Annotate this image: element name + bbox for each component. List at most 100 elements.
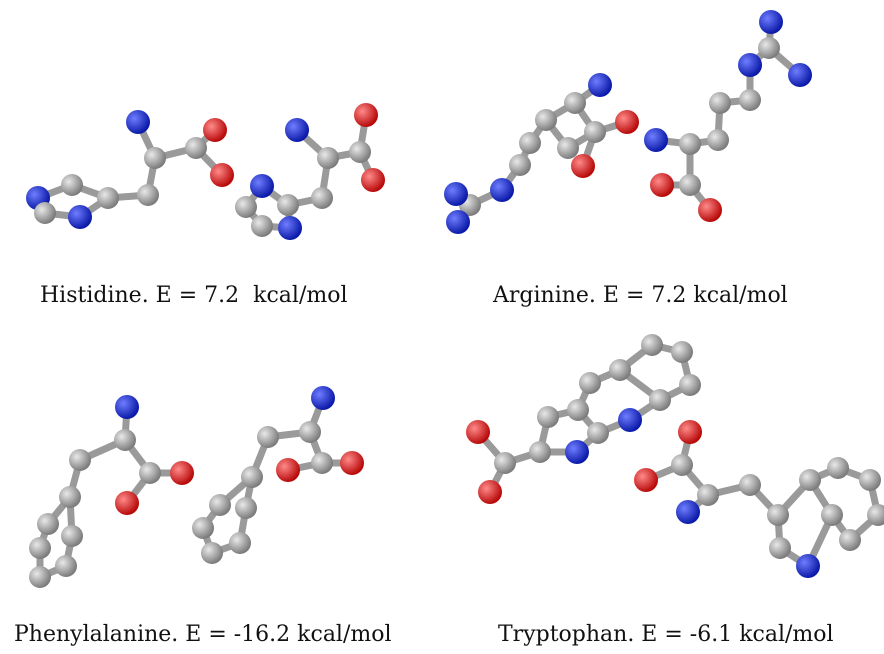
carbon-atom <box>867 504 884 526</box>
histidine-molecule-b <box>235 103 385 240</box>
nitrogen-atom <box>490 178 514 202</box>
nitrogen-atom <box>644 128 668 152</box>
carbon-atom <box>679 174 701 196</box>
carbon-atom <box>185 137 207 159</box>
oxygen-atom <box>210 163 234 187</box>
carbon-atom <box>519 132 541 154</box>
carbon-atom <box>839 529 861 551</box>
caption-tryptophan: Tryptophan. E = -6.1 kcal/mol <box>498 622 834 647</box>
carbon-atom <box>114 429 136 451</box>
carbon-atom <box>144 147 166 169</box>
carbon-atom <box>61 174 83 196</box>
carbon-atom <box>769 537 791 559</box>
nitrogen-atom <box>446 210 470 234</box>
oxygen-atom <box>698 198 722 222</box>
nitrogen-atom <box>796 554 820 578</box>
caption-arginine: Arginine. E = 7.2 kcal/mol <box>493 283 788 308</box>
carbon-atom <box>679 133 701 155</box>
carbon-atom <box>192 517 214 539</box>
histidine-molecule-a <box>26 110 234 229</box>
carbon-atom <box>707 129 729 151</box>
nitrogen-atom <box>759 10 783 34</box>
oxygen-atom <box>203 118 227 142</box>
arginine-molecule-b <box>644 10 812 222</box>
carbon-atom <box>739 89 761 111</box>
tryptophan-molecule-b <box>634 420 884 578</box>
carbon-atom <box>34 202 56 224</box>
carbon-atom <box>509 154 531 176</box>
nitrogen-atom <box>68 205 92 229</box>
carbon-atom <box>349 141 371 163</box>
carbon-atom <box>859 469 881 491</box>
oxygen-atom <box>170 461 194 485</box>
carbon-atom <box>767 504 789 526</box>
carbon-atom <box>609 359 631 381</box>
oxygen-atom <box>650 173 674 197</box>
oxygen-atom <box>361 168 385 192</box>
carbon-atom <box>758 37 780 59</box>
carbon-atom <box>235 497 257 519</box>
carbon-atom <box>567 399 589 421</box>
oxygen-atom <box>478 480 502 504</box>
carbon-atom <box>671 341 693 363</box>
carbon-atom <box>697 484 719 506</box>
carbon-atom <box>139 462 161 484</box>
nitrogen-atom <box>676 500 700 524</box>
carbon-atom <box>641 334 663 356</box>
nitrogen-atom <box>738 53 762 77</box>
nitrogen-atom <box>588 73 612 97</box>
carbon-atom <box>37 513 59 535</box>
carbon-atom <box>61 525 83 547</box>
nitrogen-atom <box>115 395 139 419</box>
oxygen-atom <box>276 458 300 482</box>
carbon-atom <box>827 457 849 479</box>
carbon-atom <box>69 449 91 471</box>
carbon-atom <box>235 196 257 218</box>
carbon-atom <box>587 422 609 444</box>
carbon-atom <box>97 187 119 209</box>
carbon-atom <box>229 532 251 554</box>
nitrogen-atom <box>278 216 302 240</box>
nitrogen-atom <box>126 110 150 134</box>
carbon-atom <box>564 92 586 114</box>
carbon-atom <box>209 494 231 516</box>
nitrogen-atom <box>565 440 589 464</box>
carbon-atom <box>821 504 843 526</box>
carbon-atom <box>29 537 51 559</box>
oxygen-atom <box>466 420 490 444</box>
oxygen-atom <box>340 451 364 475</box>
carbon-atom <box>584 121 606 143</box>
carbon-atom <box>137 184 159 206</box>
carbon-atom <box>799 469 821 491</box>
carbon-atom <box>251 215 273 237</box>
nitrogen-atom <box>250 174 274 198</box>
oxygen-atom <box>571 154 595 178</box>
carbon-atom <box>55 555 77 577</box>
oxygen-atom <box>354 103 378 127</box>
carbon-atom <box>671 454 693 476</box>
oxygen-atom <box>615 110 639 134</box>
phenylalanine-molecule-b <box>192 386 364 564</box>
carbon-atom <box>277 194 299 216</box>
carbon-atom <box>311 187 333 209</box>
carbon-atom <box>59 486 81 508</box>
carbon-atom <box>29 566 51 588</box>
phenylalanine-molecule-a <box>29 395 194 588</box>
carbon-atom <box>299 421 321 443</box>
carbon-atom <box>311 452 333 474</box>
nitrogen-atom <box>444 182 468 206</box>
nitrogen-atom <box>285 118 309 142</box>
oxygen-atom <box>634 468 658 492</box>
carbon-atom <box>579 372 601 394</box>
carbon-atom <box>201 542 223 564</box>
arginine-molecule-a <box>444 73 639 234</box>
carbon-atom <box>529 441 551 463</box>
carbon-atom <box>739 474 761 496</box>
carbon-atom <box>257 426 279 448</box>
carbon-atom <box>241 466 263 488</box>
oxygen-atom <box>678 420 702 444</box>
carbon-atom <box>557 137 579 159</box>
oxygen-atom <box>115 491 139 515</box>
caption-histidine: Histidine. E = 7.2 kcal/mol <box>40 283 348 308</box>
